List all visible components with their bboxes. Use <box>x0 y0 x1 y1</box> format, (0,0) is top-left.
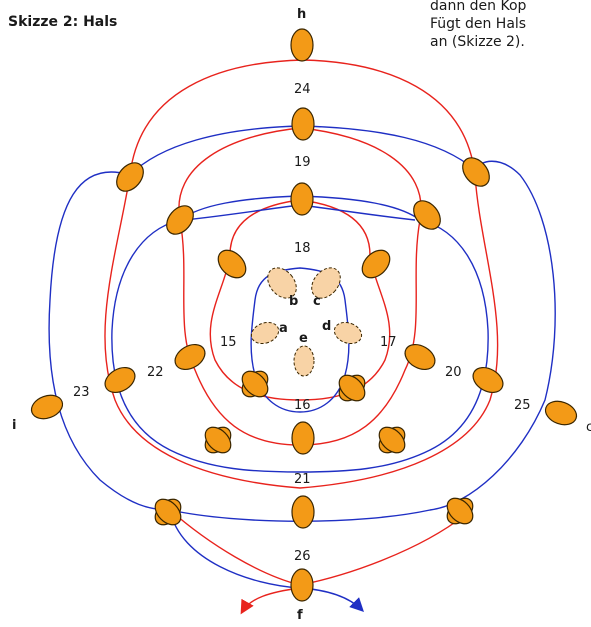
bead-16 <box>291 421 315 455</box>
sketch-title: Skizze 2: Hals <box>8 14 118 30</box>
blue-thread-inner <box>250 267 350 413</box>
label-a: a <box>279 321 288 336</box>
light-bead-e <box>293 345 315 377</box>
bead-18-right <box>361 249 391 279</box>
bead-upper-left-outer <box>116 162 144 192</box>
bead-26 <box>290 568 314 602</box>
label-h: h <box>297 7 306 22</box>
label-e: e <box>299 331 308 346</box>
light-bead-b <box>267 267 297 299</box>
label-26: 26 <box>294 549 311 564</box>
number-labels: 24 19 18 15 17 22 20 23 25 16 21 26 <box>73 82 531 564</box>
cross-bead-lower-right <box>378 426 406 454</box>
instruction-paragraph: dann den Kop Fügt den Hals an (Skizze 2)… <box>430 0 591 51</box>
paragraph-line-3: an (Skizze 2). <box>430 34 525 50</box>
label-25: 25 <box>514 398 531 413</box>
label-i: i <box>12 418 16 433</box>
paragraph-line-1: dann den Kop <box>430 0 527 14</box>
bead-23 <box>104 366 136 394</box>
blue-thread-outer <box>48 125 556 522</box>
edge-glyph: c <box>586 420 591 435</box>
red-thread-tail <box>240 587 301 615</box>
label-23: 23 <box>73 385 90 400</box>
label-15: 15 <box>220 335 237 350</box>
blue-thread <box>48 125 556 612</box>
label-d: d <box>322 319 331 334</box>
bead-i <box>30 394 64 420</box>
bead-h <box>290 28 314 62</box>
bead-24 <box>291 107 315 141</box>
light-bead-d <box>333 321 363 345</box>
bead-21 <box>291 495 315 529</box>
cross-bead-bottom-right <box>446 497 474 525</box>
label-17: 17 <box>380 335 397 350</box>
cross-bead-bottom-left <box>154 498 182 526</box>
bead-upper-right-inner <box>413 200 441 230</box>
light-bead-c <box>311 267 341 299</box>
letter-labels: h b c a d e i f <box>12 7 331 623</box>
label-18: 18 <box>294 241 311 256</box>
bead-25 <box>472 366 504 394</box>
bead-upper-right-outer <box>462 157 490 187</box>
label-b: b <box>289 294 298 309</box>
label-19: 19 <box>294 155 311 170</box>
bead-19 <box>290 182 314 216</box>
label-24: 24 <box>294 82 311 97</box>
label-21: 21 <box>294 472 311 487</box>
blue-thread-middle <box>111 195 489 473</box>
bead-20 <box>404 343 436 371</box>
blue-thread-tail <box>169 509 364 612</box>
light-bead-a <box>250 321 280 345</box>
cross-bead-15-lower <box>241 370 269 398</box>
beads <box>30 28 578 602</box>
label-20: 20 <box>445 365 462 380</box>
light-beads <box>250 267 363 377</box>
label-22: 22 <box>147 365 164 380</box>
label-c: c <box>313 294 321 309</box>
bead-upper-left-inner <box>166 205 194 235</box>
bead-far-right <box>544 400 578 426</box>
bead-22 <box>174 343 206 371</box>
label-16: 16 <box>294 398 311 413</box>
paragraph-line-2: Fügt den Hals <box>430 16 527 32</box>
cross-bead-17-lower <box>338 374 366 402</box>
cross-bead-lower-left <box>204 426 232 454</box>
cross-beads <box>154 370 474 526</box>
bead-18-left <box>217 249 247 279</box>
label-f: f <box>297 608 303 623</box>
